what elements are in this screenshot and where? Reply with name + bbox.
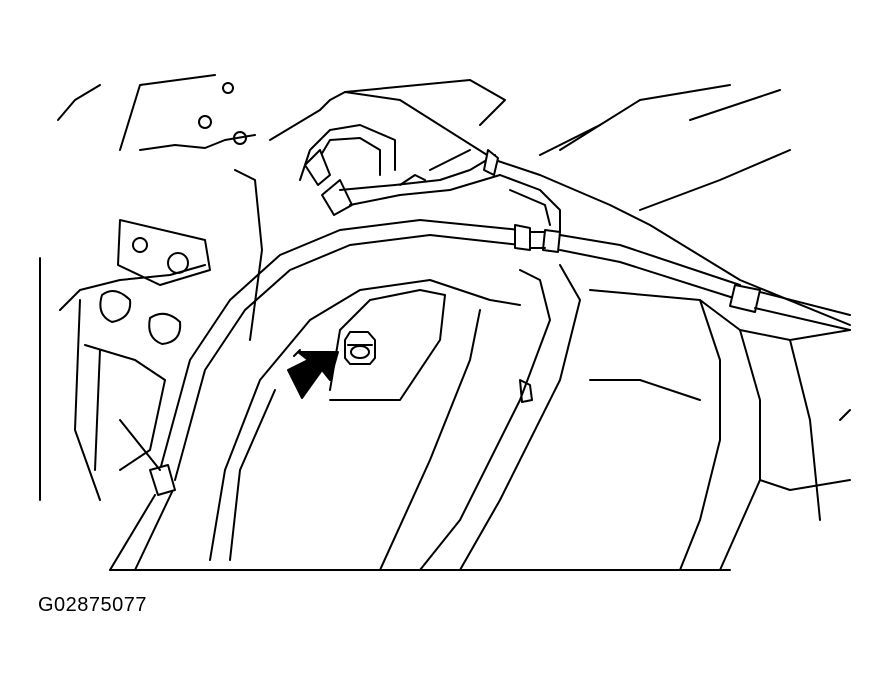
arrow-icon <box>287 349 339 399</box>
bolt-icon <box>344 331 376 365</box>
left-body-panel <box>39 74 263 501</box>
filler-hoses <box>109 124 851 571</box>
fuel-tank-body <box>109 79 851 571</box>
figure-id: G02875077 <box>38 594 148 616</box>
